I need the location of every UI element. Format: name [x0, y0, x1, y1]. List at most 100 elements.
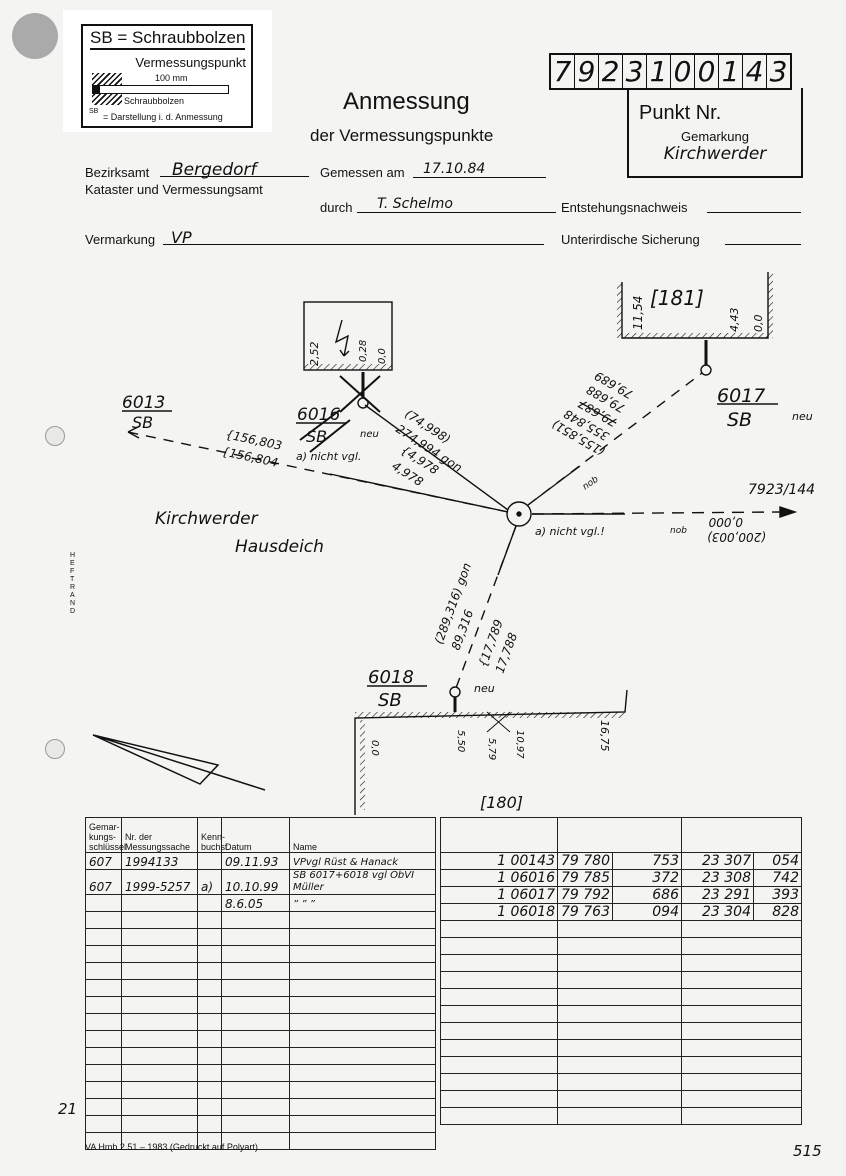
table-cell: 742	[753, 869, 802, 887]
table-row-empty	[85, 1030, 436, 1048]
table-row-empty	[440, 1039, 802, 1057]
table-cell: 1999-5257	[121, 869, 198, 895]
table-cell: 1 00143	[440, 852, 558, 870]
b180-dim: 10,97	[514, 730, 525, 759]
table-row-empty	[440, 1107, 802, 1125]
house-dim: 0,28	[358, 340, 369, 362]
table-cell: 79 792	[557, 886, 613, 904]
table-cell: 607	[85, 852, 122, 870]
table-cell: 054	[753, 852, 802, 870]
sicherung-field	[725, 228, 801, 245]
table-cell: 1 06016	[440, 869, 558, 887]
gray-circle-marker	[12, 13, 58, 59]
point-digit: 3	[769, 55, 788, 88]
gemarkung-value: Kirchwerder	[663, 144, 767, 164]
entstehung-field	[707, 196, 801, 213]
table-cell	[197, 852, 222, 870]
table-cell: SB 6017+6018 vgl ÖbVI Müller	[289, 869, 436, 895]
north-arrow-icon	[92, 734, 266, 791]
table-cell: 686	[612, 886, 682, 904]
col-header: Gemar-kungs-schlüssel	[85, 817, 126, 853]
table-row-empty	[85, 1013, 436, 1031]
durch-value: T. Schelmo	[377, 196, 453, 212]
table-cell: 1994133	[121, 852, 198, 870]
table-row-empty	[85, 911, 436, 929]
gemessen-field: 17.10.84	[413, 161, 546, 178]
line-to-6016	[364, 404, 509, 511]
point-6013-number: 6013	[122, 393, 165, 413]
table-cell	[85, 894, 122, 912]
point-number-boxes: 7 9 2 3 1 0 0 1 4 3	[549, 53, 792, 90]
col-header: Name	[289, 817, 436, 853]
page-note: 21	[58, 1100, 78, 1118]
bezirksamt-field: Bergedorf	[160, 160, 309, 180]
table-row-empty	[440, 1073, 802, 1091]
table-row-empty	[440, 1005, 802, 1023]
table-cell: 23 291	[681, 886, 754, 904]
punch-hole-top	[45, 426, 65, 446]
sb-symbol-icon: SB	[89, 108, 99, 115]
neu-6016: neu	[360, 429, 379, 440]
table-row-empty	[85, 1115, 436, 1133]
point-digit: 2	[599, 55, 623, 88]
measurement-history-table: Gemar-kungs-schlüssel Nr. der Messungssa…	[85, 817, 436, 1150]
table-cell	[197, 894, 222, 912]
point-6016-type: SB	[306, 427, 327, 446]
table-cell: 23 304	[681, 903, 754, 921]
table-cell: 094	[612, 903, 682, 921]
table-row-empty	[440, 1022, 802, 1040]
point-digit: 7	[551, 55, 575, 88]
vermarkung-label: Vermarkung	[85, 232, 156, 247]
col-header: Datum	[221, 817, 290, 853]
b181-dim: 11,54	[631, 296, 645, 330]
dir-7923: 0,000	[708, 515, 743, 529]
point-digit: 0	[671, 55, 695, 88]
house-hatch	[304, 364, 392, 370]
lightning-icon	[334, 319, 350, 357]
gemessen-value: 17.10.84	[423, 161, 486, 177]
point-6017-note: neu	[792, 410, 813, 423]
table-row-empty	[440, 920, 802, 938]
point-digit: 9	[575, 55, 599, 88]
table-cell: 372	[612, 869, 682, 887]
legend-title: SB = Schraubbolzen	[90, 28, 246, 50]
nob-label: nob	[581, 474, 601, 492]
table-cell: 8.6.05	[221, 894, 290, 912]
table-row-empty	[440, 1056, 802, 1074]
entstehung-label: Entstehungsnachweis	[561, 200, 688, 215]
table-header-row	[440, 817, 802, 853]
b181-dim: 0,0	[752, 315, 765, 333]
point-6018-type: SB	[378, 690, 402, 711]
table-row-empty	[85, 1081, 436, 1099]
point-6017-type: SB	[727, 409, 752, 431]
table-row-empty	[85, 1098, 436, 1116]
point-digit: 1	[719, 55, 743, 88]
table-row-empty	[85, 996, 436, 1014]
legend-repr-label: = Darstellung i. d. Anmessung	[103, 112, 223, 122]
table-cell	[121, 894, 198, 912]
table-cell: 753	[612, 852, 682, 870]
bolt-shaft	[92, 85, 229, 94]
gemessen-label: Gemessen am	[320, 165, 405, 180]
table-cell: 23 307	[681, 852, 754, 870]
legend-vp-label: Vermessungspunkt	[135, 55, 246, 70]
legend-length: 100 mm	[155, 73, 188, 83]
durch-label: durch	[320, 200, 353, 215]
nicht-vgl-center: a) nicht vgl.!	[535, 525, 605, 538]
bezirksamt-value: Bergedorf	[172, 160, 257, 180]
page-title: Anmessung	[343, 88, 470, 115]
table-cell: 828	[753, 903, 802, 921]
table-cell: 1 06018	[440, 903, 558, 921]
table-cell: ” ” ”	[289, 894, 436, 912]
point-6018-number: 6018	[368, 667, 414, 688]
point-6016-number: 6016	[297, 405, 340, 425]
b180-dim: 16,75	[598, 720, 611, 752]
punkt-box: Punkt Nr. Gemarkung Kirchwerder	[627, 88, 803, 178]
table-cell: 10.10.99	[221, 869, 290, 895]
table-cell: 79 763	[557, 903, 613, 921]
punch-hole-bottom	[45, 739, 65, 759]
